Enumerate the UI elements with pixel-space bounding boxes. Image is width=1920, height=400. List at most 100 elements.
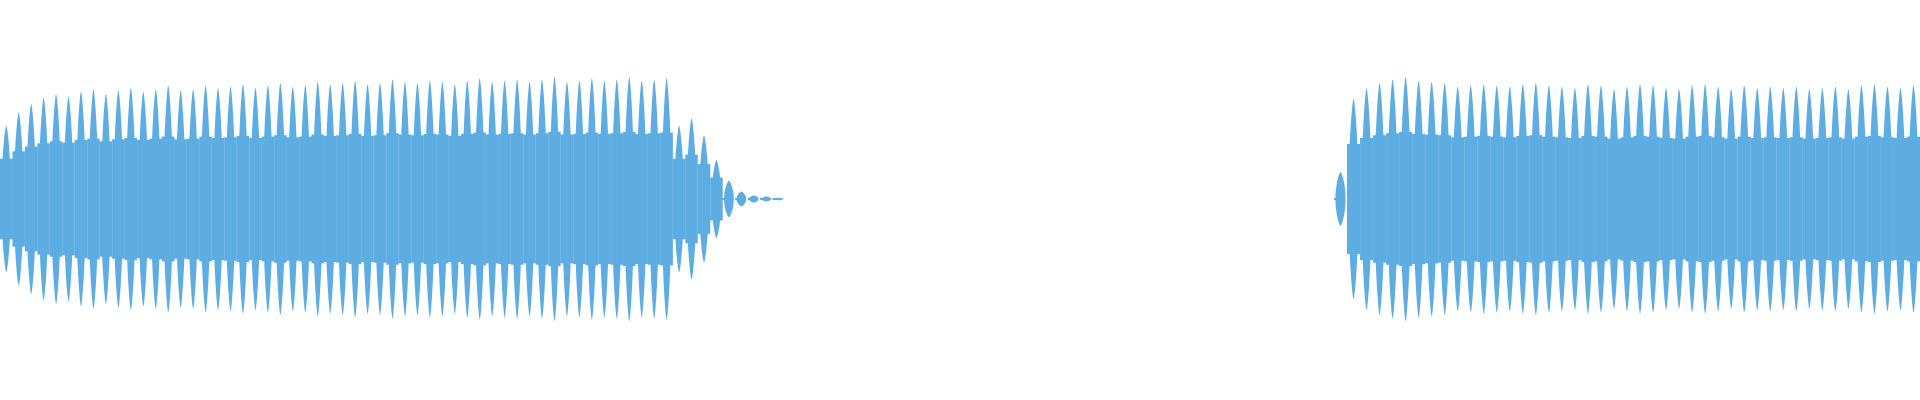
waveform-band — [386, 133, 399, 265]
waveform-band — [1425, 134, 1439, 264]
waveform-band — [1529, 135, 1543, 263]
waveform-band — [660, 132, 673, 266]
waveform-band — [585, 132, 599, 266]
waveform-band — [37, 143, 50, 255]
waveform-band — [398, 134, 412, 264]
waveform-band — [1750, 137, 1764, 261]
waveform-band — [224, 137, 237, 261]
waveform-band — [1347, 143, 1361, 255]
waveform-band — [535, 133, 549, 265]
waveform-band — [1776, 137, 1790, 261]
waveform-regions — [0, 77, 1920, 321]
waveform-band — [12, 151, 25, 247]
waveform-band — [685, 154, 698, 244]
waveform-band — [274, 135, 287, 263]
waveform-band — [236, 135, 250, 263]
waveform-band — [1633, 135, 1647, 263]
waveform-tail — [1334, 198, 1344, 200]
waveform-band — [24, 146, 38, 252]
waveform-band — [1659, 137, 1673, 261]
waveform-band — [1607, 138, 1621, 260]
waveform-tail — [747, 198, 757, 200]
waveform-band — [623, 131, 636, 267]
waveform-band — [1542, 136, 1556, 262]
waveform-band — [1724, 138, 1738, 260]
waveform-band — [348, 133, 362, 265]
waveform-band — [0, 158, 13, 240]
waveform-band — [1360, 137, 1374, 261]
waveform-band — [336, 135, 349, 263]
waveform-band — [635, 133, 648, 265]
waveform-band — [1373, 135, 1387, 263]
waveform-band — [211, 137, 225, 261]
waveform-band — [1594, 136, 1608, 262]
waveform-band — [598, 133, 611, 265]
waveform-band — [436, 134, 449, 264]
waveform-band — [1854, 136, 1868, 262]
waveform-band — [697, 164, 711, 234]
waveform-band — [1906, 136, 1920, 262]
waveform-band — [1581, 135, 1595, 263]
waveform-band — [99, 141, 113, 257]
waveform-band — [199, 136, 212, 262]
waveform-band — [1763, 137, 1777, 261]
waveform-band — [1698, 135, 1712, 263]
waveform-band — [124, 137, 138, 261]
waveform-band — [149, 138, 162, 260]
waveform-tail — [735, 198, 744, 200]
waveform-band — [1802, 138, 1816, 260]
waveform-tail — [772, 198, 782, 200]
waveform-band — [1399, 131, 1413, 267]
waveform-band — [1893, 137, 1907, 261]
waveform-band — [461, 133, 474, 265]
audio-region-1[interactable] — [0, 77, 784, 321]
waveform-band — [1672, 138, 1686, 260]
waveform-band — [423, 133, 437, 265]
waveform-band — [1555, 137, 1569, 261]
waveform-band — [672, 158, 686, 240]
waveform-band — [1503, 137, 1517, 261]
waveform-band — [1477, 135, 1491, 263]
waveform-band — [1490, 136, 1504, 262]
waveform-band — [510, 133, 524, 265]
waveform-band — [323, 135, 337, 263]
waveform-band — [1516, 135, 1530, 263]
waveform-tail — [722, 198, 732, 200]
waveform-band — [361, 135, 374, 263]
waveform-band — [485, 134, 499, 264]
waveform-band — [1438, 135, 1452, 263]
waveform-band — [161, 136, 175, 262]
waveform-band — [498, 133, 511, 265]
waveform-band — [1685, 136, 1699, 262]
waveform-band — [87, 138, 100, 260]
waveform-band — [1711, 137, 1725, 261]
waveform-band — [411, 135, 424, 263]
waveform-band — [1828, 137, 1842, 261]
waveform-band — [1464, 136, 1478, 262]
waveform-band — [1412, 133, 1426, 265]
audio-region-2[interactable] — [1334, 77, 1920, 321]
waveform-band — [1815, 137, 1829, 261]
waveform-band — [112, 139, 125, 259]
waveform-band — [62, 142, 75, 256]
waveform-band — [1646, 136, 1660, 262]
waveform-band — [1867, 135, 1881, 263]
waveform-band — [548, 131, 561, 267]
waveform-band — [74, 139, 88, 259]
waveform-tail — [760, 198, 769, 200]
waveform-band — [1737, 136, 1751, 262]
waveform-band — [261, 136, 275, 262]
waveform-band — [299, 136, 312, 262]
waveform-band — [1451, 137, 1465, 261]
waveform-band — [1620, 137, 1634, 261]
waveform-band — [710, 177, 723, 221]
waveform-band — [249, 137, 262, 261]
waveform-band — [49, 141, 63, 257]
waveform-band — [523, 134, 536, 264]
waveform-band — [1789, 137, 1803, 261]
waveform-band — [373, 135, 387, 263]
waveform-band — [311, 134, 324, 264]
waveform-band — [137, 139, 150, 259]
